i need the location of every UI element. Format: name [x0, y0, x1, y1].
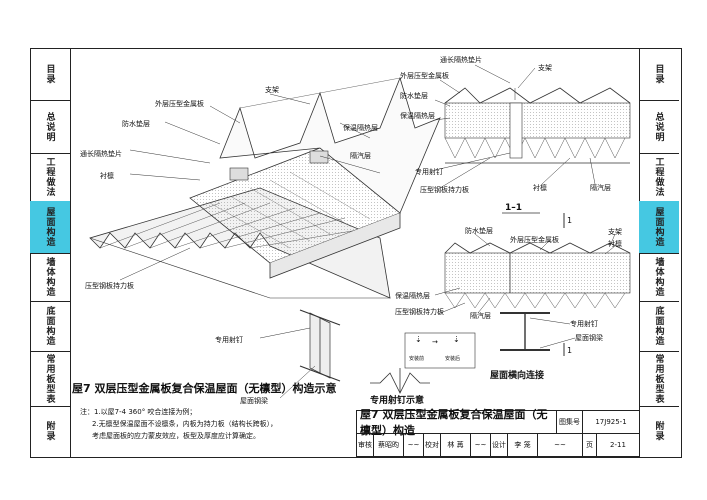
st-label-bracket: 支架 [608, 227, 622, 236]
st-label-screw: 专用射钉 [570, 319, 598, 328]
design-label: 设计 [491, 434, 508, 457]
tab-panel-types[interactable]: 常用板型表 [30, 351, 70, 407]
tab-contents[interactable]: 目录 [30, 48, 70, 101]
label-insulation: 保温隔热层 [343, 123, 378, 132]
label-outer-sheet: 外层压型金属板 [155, 99, 204, 108]
label-steel-beam: 屋面钢梁 [240, 396, 268, 405]
s11-label-waterproof: 防水垫层 [400, 91, 428, 100]
isometric-roof-assembly [89, 76, 441, 382]
s11-label-insulation: 保温隔热层 [400, 111, 435, 120]
tab-general-notes[interactable]: 总说明 [639, 100, 679, 154]
note-line: 注：1.以屋7-4 360° 咬合连接为例； [80, 408, 197, 416]
st-label-insulation: 保温隔热层 [395, 291, 430, 300]
section-1-1-drawing [444, 87, 631, 164]
s11-label-outer-sheet: 外层压型金属板 [400, 71, 449, 80]
design-name: 李 笼 [508, 434, 538, 457]
s11-label-screw: 专用射钉 [415, 167, 443, 176]
transverse-section-drawing [444, 242, 631, 351]
title-block: 屋7 双层压型金属板复合保温屋面（无檩型）构造 图集号 17J925-1 审核 … [356, 408, 640, 457]
s11-label-deck: 压型钢板持力板 [420, 185, 469, 194]
check-label: 校对 [424, 434, 441, 457]
set-value: 17J925-1 [583, 411, 640, 434]
tab-engineering[interactable]: 工程做法 [639, 153, 679, 202]
s11-label-purlin: 衬檩 [533, 183, 547, 192]
st-label-waterproof: 防水垫层 [465, 226, 493, 235]
tab-contents[interactable]: 目录 [639, 48, 679, 101]
screw-after: 安装后 [445, 355, 460, 362]
tab-general-notes[interactable]: 总说明 [30, 100, 70, 154]
left-sidebar: 目录 总说明 工程做法 屋面构造 墙体构造 底面构造 常用板型表 附录 [30, 48, 71, 458]
svg-text:→: → [432, 338, 438, 346]
tab-wall-construction[interactable]: 墙体构造 [30, 253, 70, 302]
review-label: 审核 [357, 434, 374, 457]
tab-soffit-construction[interactable]: 底面构造 [639, 301, 679, 352]
st-label-deck: 压型钢板持力板 [395, 307, 444, 316]
set-label: 图集号 [557, 411, 583, 434]
divider [70, 48, 71, 458]
cut-mark-bottom: 1 [567, 346, 572, 355]
transverse-title: 屋面横向连接 [490, 369, 544, 381]
signature: ~~ [538, 434, 583, 457]
label-long-strip: 通长隔热垫片 [80, 149, 122, 158]
signature: ~~ [471, 434, 491, 457]
label-deck: 压型钢板持力板 [85, 281, 134, 290]
tab-roof-construction[interactable]: 屋面构造 [639, 201, 679, 254]
screw-detail-title: 专用射钉示意 [370, 394, 424, 406]
st-label-vapor: 隔汽层 [470, 311, 491, 320]
label-waterproof: 防水垫层 [122, 119, 150, 128]
screw-detail: ⇣ → ⇣ 安装前 安装后 专用射钉示意 [370, 332, 476, 406]
notes: 注：1.以屋7-4 360° 咬合连接为例； 2.无檩型保温屋面不设檩条，内板为… [80, 406, 277, 442]
section-1-1-title: 1–1 [505, 203, 522, 213]
title-block-title: 屋7 双层压型金属板复合保温屋面（无檩型）构造 [357, 408, 557, 437]
screw-before: 安装前 [409, 355, 424, 362]
st-label-steel-beam: 屋面钢梁 [575, 333, 603, 342]
review-name: 蔡昭昀 [374, 434, 404, 457]
label-screw: 专用射钉 [215, 335, 243, 344]
main-leaders [119, 93, 381, 399]
tab-wall-construction[interactable]: 墙体构造 [639, 253, 679, 302]
tab-roof-construction[interactable]: 屋面构造 [30, 201, 70, 254]
cut-mark-top: 1 [567, 216, 572, 225]
svg-text:⇣: ⇣ [453, 335, 460, 344]
signature: ~~ [404, 434, 424, 457]
label-purlin: 衬檩 [100, 171, 114, 180]
tab-engineering[interactable]: 工程做法 [30, 153, 70, 202]
tab-appendix[interactable]: 附录 [653, 421, 664, 441]
tab-soffit-construction[interactable]: 底面构造 [30, 301, 70, 352]
tab-appendix[interactable]: 附录 [44, 421, 55, 441]
construction-drawing: 外层压型金属板 支架 防水垫层 保温隔热层 通长隔热垫片 衬檩 隔汽层 压型钢板… [80, 55, 631, 406]
s11-label-bracket: 支架 [538, 63, 552, 72]
note-line: 考虑屋面板的应力蒙皮效应，板型及厚度应计算确定。 [92, 432, 260, 440]
s11-label-long-strip: 通长隔热垫片 [440, 55, 482, 64]
svg-text:⇣: ⇣ [415, 335, 422, 344]
page-value: 2-11 [597, 434, 640, 457]
s11-label-vapor: 隔汽层 [590, 183, 611, 192]
page-label: 页 [583, 434, 597, 457]
st-label-outer-sheet: 外层压型金属板 [510, 235, 559, 244]
check-name: 林 苒 [441, 434, 471, 457]
note-line: 2.无檩型保温屋面不设檩条，内板为持力板（结构长跨板）， [92, 420, 278, 428]
label-vapor: 隔汽层 [350, 151, 371, 160]
tab-panel-types[interactable]: 常用板型表 [639, 351, 679, 407]
st-label-purlin: 衬檩 [608, 239, 622, 248]
main-title: 屋7 双层压型金属板复合保温屋面（无檩型）构造示意 [72, 382, 337, 395]
right-sidebar: 目录 总说明 工程做法 屋面构造 墙体构造 底面构造 常用板型表 附录 [639, 48, 679, 458]
label-bracket: 支架 [265, 85, 279, 94]
